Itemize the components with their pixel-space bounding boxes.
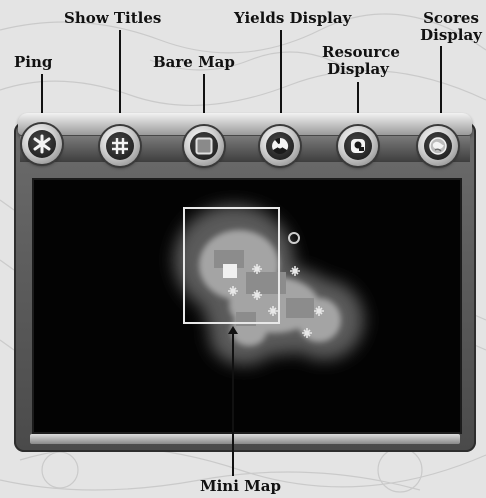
ping-button[interactable] [22, 124, 62, 164]
city-marker [314, 306, 324, 316]
show-titles-button-face [106, 132, 134, 160]
scores-display-callout-line2: Display [420, 26, 482, 44]
panel-top-rim [18, 113, 472, 135]
scores-display-callout-line1: Scores [423, 9, 479, 27]
bare-map-callout: Bare Map [153, 53, 235, 71]
mini-map-focus-marker [223, 264, 237, 278]
scores-display-button[interactable] [418, 126, 458, 166]
mini-map-callout: Mini Map [200, 477, 281, 495]
resource-display-button-face [344, 132, 372, 160]
ping-callout: Ping [14, 53, 53, 71]
yields-display-button[interactable] [260, 126, 300, 166]
city-marker [268, 306, 278, 316]
mini-map-leader-arrow [228, 326, 238, 334]
mini-map-view-frame[interactable] [183, 207, 280, 324]
bare-map-button-face [190, 132, 218, 160]
show-titles-callout: Show Titles [64, 9, 162, 27]
bare-map-leader-line [203, 74, 205, 122]
ping-icon [33, 134, 51, 154]
yields-display-callout: Yields Display [234, 9, 352, 27]
panel-bottom-rim [30, 434, 460, 444]
city-marker [252, 290, 262, 300]
square-icon [195, 137, 213, 155]
city-marker [252, 264, 262, 274]
city-marker [302, 328, 312, 338]
yields-display-leader-line [280, 30, 282, 122]
mini-map[interactable] [32, 178, 462, 434]
bare-map-button[interactable] [184, 126, 224, 166]
toolbar-bar [20, 136, 470, 162]
yields-icon [272, 137, 289, 154]
mini-map-leader-line [232, 330, 234, 476]
resource-display-callout-line1: Resource [322, 43, 400, 61]
scores-icon [429, 137, 447, 155]
scores-display-button-face [424, 132, 452, 160]
scores-display-callout: Scores Display [420, 10, 482, 44]
scores-display-leader-line [440, 46, 442, 122]
show-titles-leader-line [119, 30, 121, 122]
city-marker [228, 286, 238, 296]
ping-button-face [28, 130, 56, 158]
resource-display-callout: Resource Display [322, 43, 400, 78]
ping-leader-line [41, 74, 43, 124]
resource-display-button[interactable] [338, 126, 378, 166]
city-marker [290, 266, 300, 276]
show-titles-button[interactable] [100, 126, 140, 166]
grid-icon [112, 138, 128, 154]
yields-display-button-face [266, 132, 294, 160]
resource-display-leader-line [357, 82, 359, 122]
resource-display-callout-line2: Display [327, 60, 389, 78]
resource-icon [351, 139, 365, 153]
